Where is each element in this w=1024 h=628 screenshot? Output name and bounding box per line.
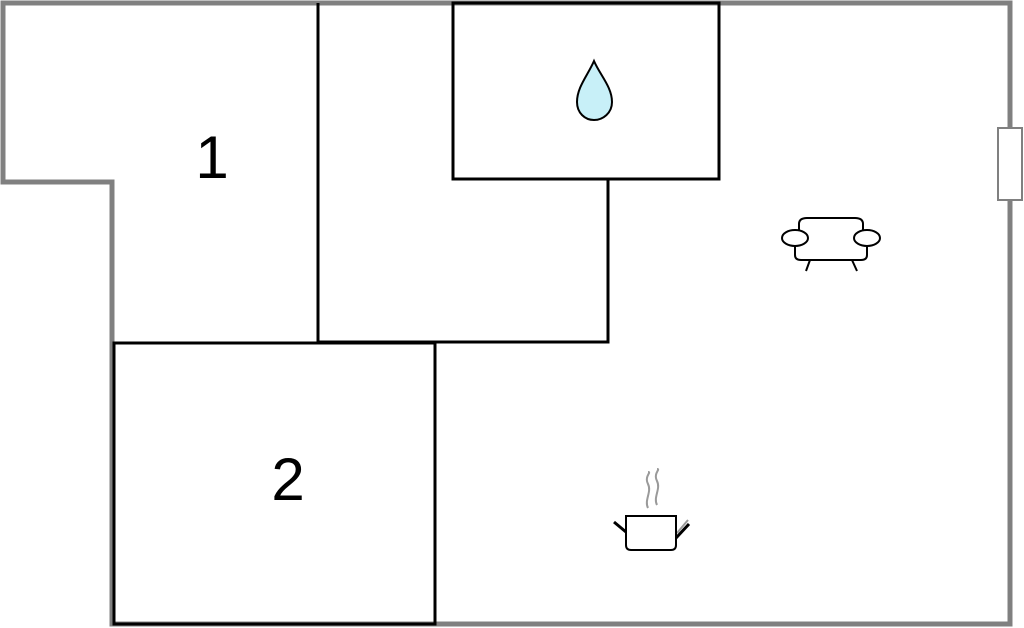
room-1-label: 1 [195,124,228,191]
water-drop-icon [575,58,614,122]
room-2 [112,341,437,626]
cooking-pot-icon [613,468,691,551]
wall-hallway [318,180,610,344]
sofa-icon [781,217,881,272]
window [997,127,1023,201]
room-2-label: 2 [271,446,304,513]
room-bathroom [451,1,721,181]
